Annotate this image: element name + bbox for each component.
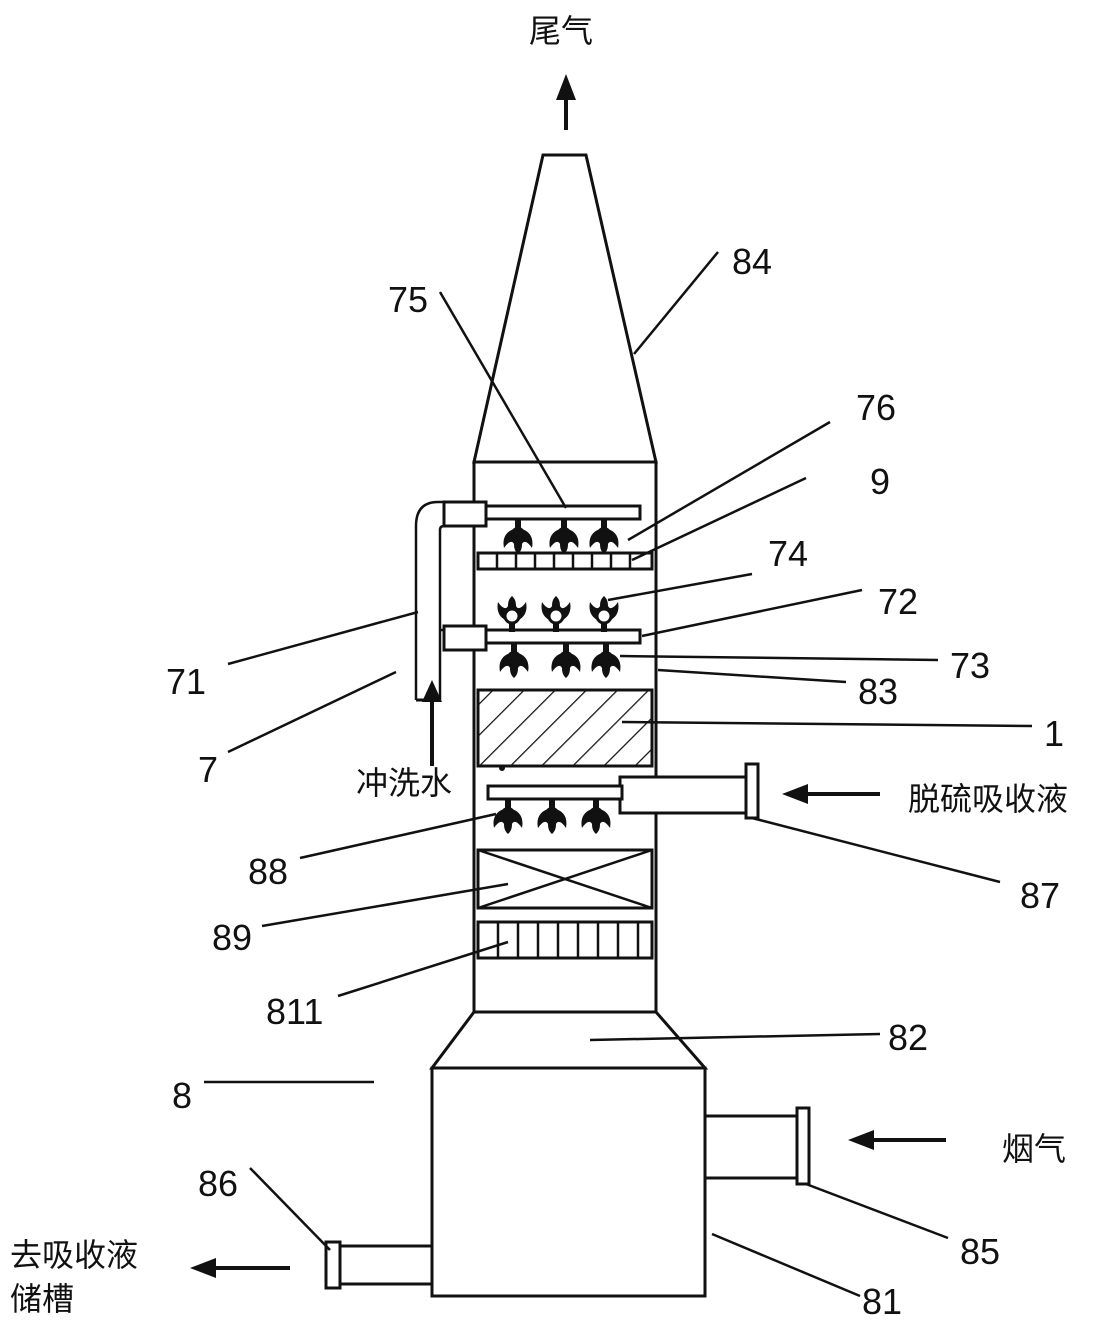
label-74: 74 bbox=[768, 533, 808, 574]
label-73: 73 bbox=[950, 645, 990, 686]
label-72: 72 bbox=[878, 581, 918, 622]
exhaust-arrow bbox=[556, 74, 576, 130]
top-spray-header bbox=[484, 504, 642, 521]
label-84: 84 bbox=[732, 241, 772, 282]
desulfurization-inlet-pipe bbox=[618, 762, 760, 820]
label-8: 8 bbox=[172, 1075, 192, 1116]
label-86: 86 bbox=[198, 1163, 238, 1204]
label-82: 82 bbox=[888, 1017, 928, 1058]
to-storage-caption-line1: 去吸收液 bbox=[10, 1236, 138, 1274]
label-76: 76 bbox=[856, 387, 896, 428]
label-7: 7 bbox=[198, 749, 218, 790]
label-81: 81 bbox=[862, 1281, 902, 1322]
flush-water-pipe bbox=[414, 500, 488, 702]
label-83: 83 bbox=[858, 671, 898, 712]
demister-grid bbox=[476, 551, 654, 571]
label-1: 1 bbox=[1044, 713, 1064, 754]
flue-gas-arrow bbox=[848, 1130, 946, 1150]
top-nozzle-row bbox=[503, 518, 619, 554]
liquid-outlet-arrow bbox=[190, 1258, 290, 1278]
label-71: 71 bbox=[166, 661, 206, 702]
desulfurization-liquid-caption: 脱硫吸收液 bbox=[908, 780, 1068, 818]
label-88: 88 bbox=[248, 851, 288, 892]
to-storage-caption-line2: 储槽 bbox=[10, 1280, 74, 1318]
label-89: 89 bbox=[212, 917, 252, 958]
label-87: 87 bbox=[1020, 875, 1060, 916]
lower-spray-header bbox=[486, 784, 624, 801]
flush-water-caption: 冲洗水 bbox=[356, 764, 452, 802]
desulfurization-liquid-arrow bbox=[782, 784, 880, 804]
liquid-outlet-pipe bbox=[324, 1240, 434, 1290]
gas-distribution-grid bbox=[476, 920, 654, 960]
cross-packing-section bbox=[476, 848, 654, 910]
exhaust-caption: 尾气 bbox=[529, 12, 593, 50]
packing-layer bbox=[476, 688, 654, 768]
leader-lines bbox=[204, 251, 1033, 1298]
flue-gas-caption: 烟气 bbox=[1002, 1130, 1066, 1168]
label-9: 9 bbox=[870, 461, 890, 502]
cone-top bbox=[472, 153, 658, 464]
label-85: 85 bbox=[960, 1231, 1000, 1272]
base-vessel bbox=[430, 1066, 707, 1298]
flush-water-arrow bbox=[422, 680, 442, 766]
label-811: 811 bbox=[266, 991, 323, 1032]
transition-section bbox=[429, 1010, 709, 1070]
label-75: 75 bbox=[388, 279, 428, 320]
flue-gas-inlet-pipe bbox=[703, 1106, 811, 1186]
